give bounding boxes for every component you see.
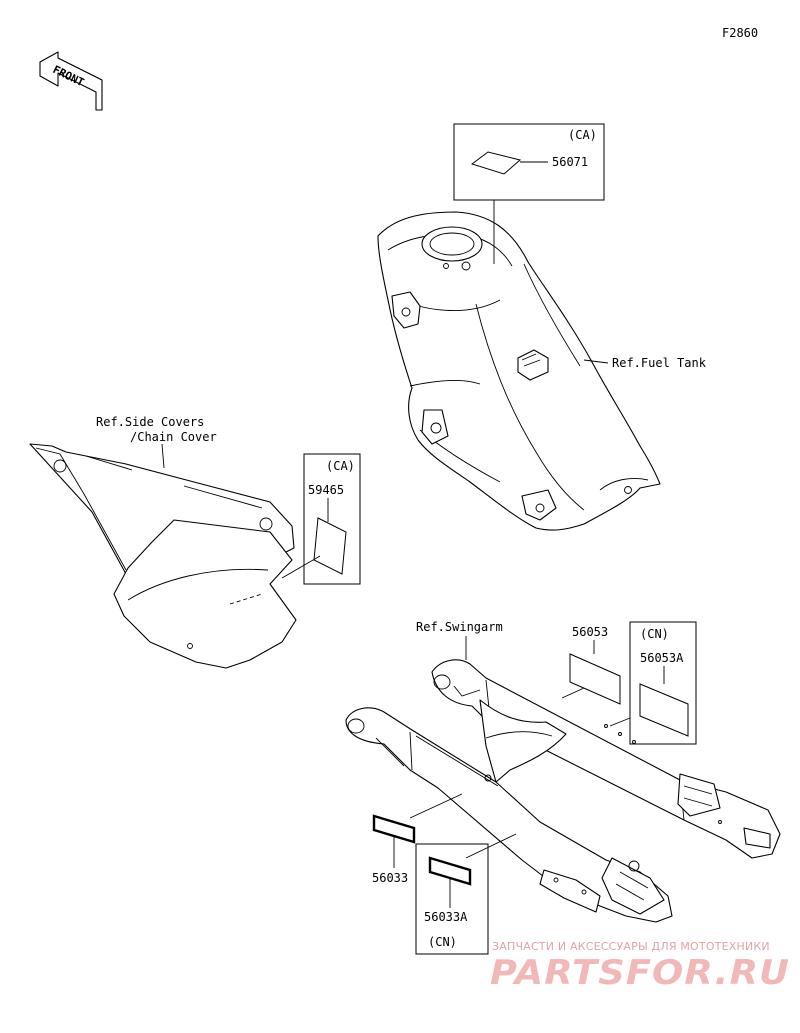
callout-56033: 56033: [372, 793, 463, 885]
ref-fuel-tank-label: Ref.Fuel Tank: [612, 356, 707, 370]
part-number-56033: 56033: [372, 871, 408, 885]
swingarm-drawing: [345, 659, 781, 923]
callout-56071: (CA) 56071: [453, 123, 605, 264]
ref-swingarm-label: Ref.Swingarm: [416, 620, 503, 634]
region-tag-cn-56053A: (CN): [640, 627, 669, 641]
part-number-56071: 56071: [552, 155, 588, 169]
region-tag-cn-56033A: (CN): [428, 935, 457, 949]
ref-side-covers-label: Ref.Side Covers: [96, 415, 204, 429]
region-tag-ca-59465: (CA): [326, 459, 355, 473]
figure-code: F2860: [722, 26, 758, 40]
fuel-tank-drawing: [377, 211, 661, 531]
label-56071-shape: [470, 151, 522, 175]
part-number-56053A: 56053A: [640, 651, 684, 665]
side-cover-drawing: [29, 443, 297, 669]
front-arrow-icon: FRONT: [39, 51, 103, 111]
region-tag-ca-56071: (CA): [568, 128, 597, 142]
part-number-56053: 56053: [572, 625, 608, 639]
label-59465-shape: [313, 517, 347, 575]
callout-56053A: (CN) 56053A: [629, 621, 697, 745]
callout-56033A: 56033A (CN): [415, 843, 489, 955]
watermark-brand: PARTSFOR.RU: [490, 953, 790, 993]
part-number-56033A: 56033A: [424, 910, 468, 924]
label-56033A-shape: [428, 856, 472, 886]
label-56053A-shape: [639, 683, 689, 737]
watermark-tagline: ЗАПЧАСТИ И АКСЕССУАРЫ ДЛЯ МОТОТЕХНИКИ: [492, 940, 770, 953]
callout-56053: 56053: [561, 625, 621, 705]
label-56053-shape: [569, 653, 621, 705]
watermark: ЗАПЧАСТИ И АКСЕССУАРЫ ДЛЯ МОТОТЕХНИКИ PA…: [490, 940, 790, 993]
ref-chain-cover-label: /Chain Cover: [130, 430, 217, 444]
label-56033-shape: [372, 814, 416, 844]
callout-59465: (CA) 59465: [281, 453, 361, 585]
part-number-59465: 59465: [308, 483, 344, 497]
